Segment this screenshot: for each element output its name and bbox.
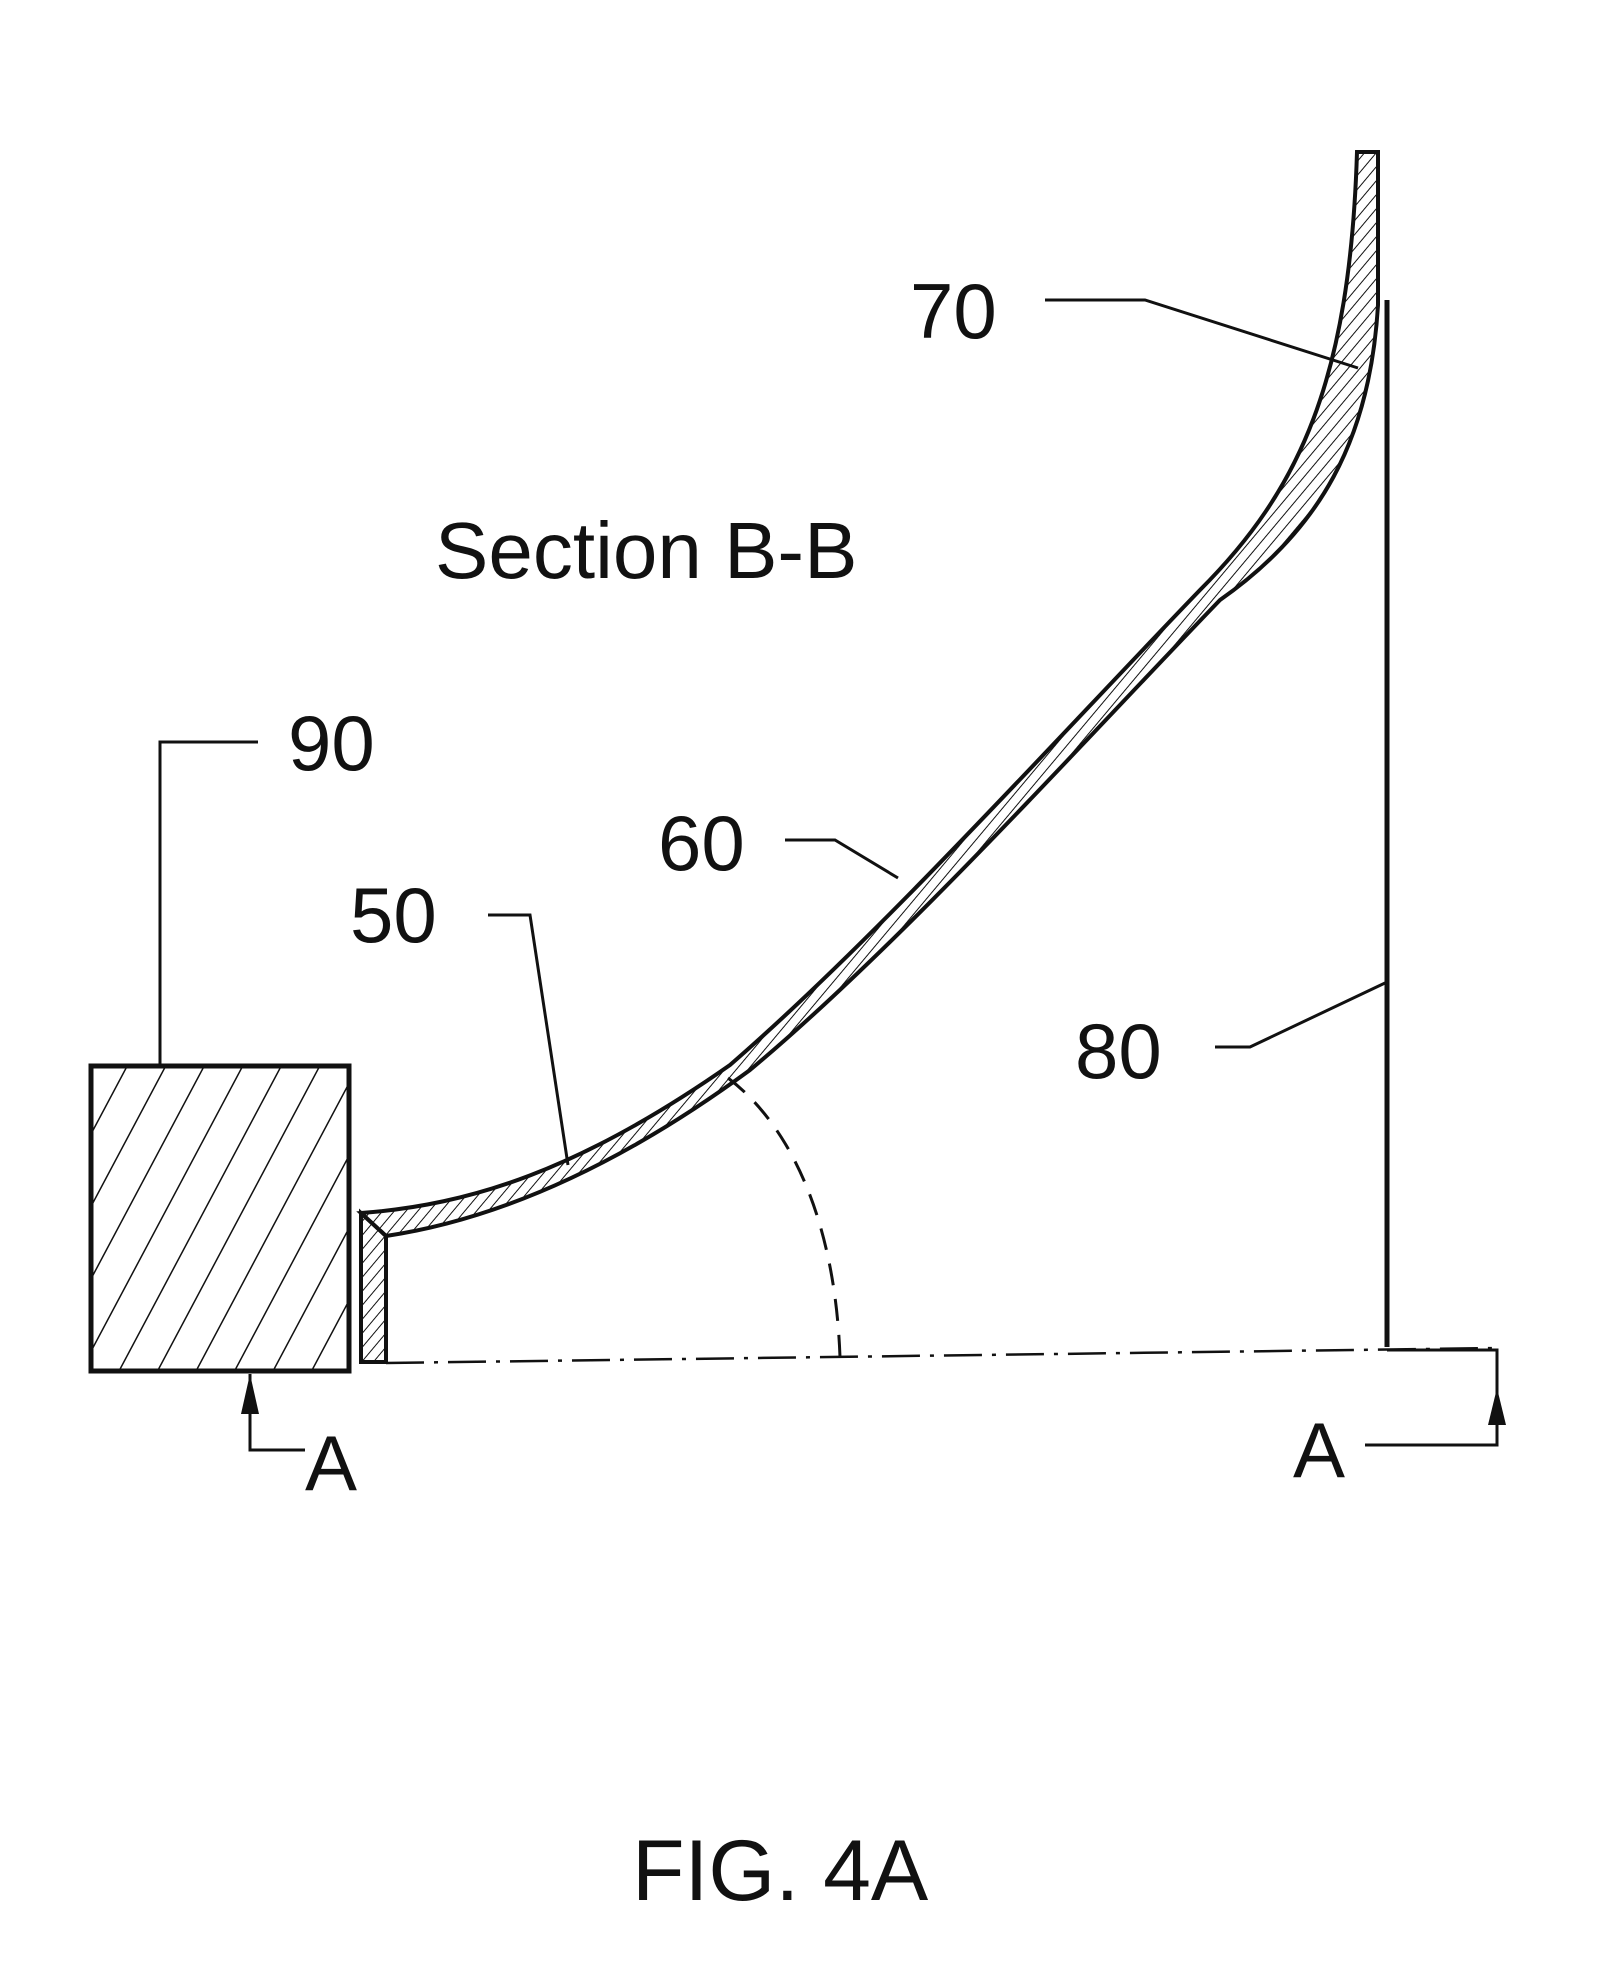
ref-label-90: 90 — [288, 699, 375, 787]
section-marker-right — [1365, 1348, 1499, 1447]
leader-90 — [158, 740, 258, 1066]
horn-wall — [356, 150, 1380, 1239]
leader-70 — [1045, 298, 1359, 370]
ref-label-80: 80 — [1075, 1007, 1162, 1095]
angle-arc — [727, 1076, 842, 1358]
figure-caption: FIG. 4A — [632, 1823, 929, 1919]
section-marker-label-left: A — [305, 1419, 357, 1507]
leader-60 — [785, 838, 899, 880]
arrowhead-right — [1488, 1388, 1506, 1425]
ref-label-60: 60 — [658, 799, 745, 887]
ref-label-50: 50 — [350, 871, 437, 959]
ref-label-70: 70 — [910, 267, 997, 355]
section-marker-label-right: A — [1293, 1406, 1345, 1494]
leader-50 — [488, 913, 570, 1166]
block-90 — [88, 1063, 352, 1374]
leader-80 — [1215, 981, 1386, 1049]
section-title: Section B-B — [435, 506, 857, 595]
flange-wall — [359, 1208, 388, 1364]
center-axis — [385, 1346, 1501, 1365]
arrowhead-left — [241, 1374, 259, 1414]
